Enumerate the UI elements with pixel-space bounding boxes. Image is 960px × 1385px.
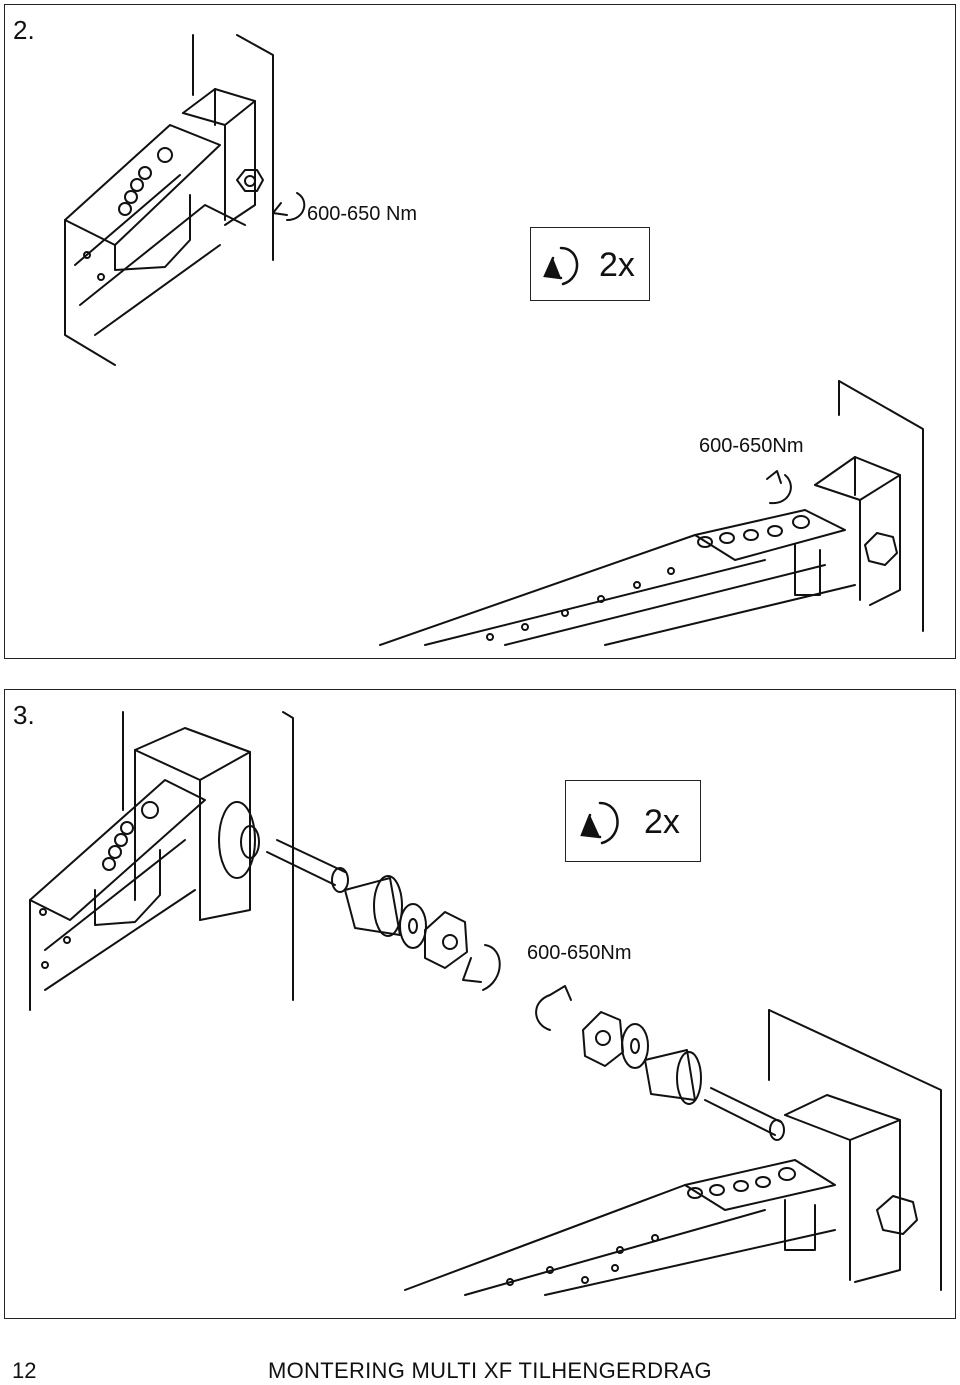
repeat-count-box: 2x — [530, 227, 650, 301]
document-title: MONTERING MULTI XF TILHENGERDRAG — [268, 1358, 712, 1383]
tighten-arrow-icon — [543, 246, 579, 286]
step-3-illustration — [29, 711, 942, 1296]
step-number: 2. — [13, 15, 35, 45]
tighten-arrow-icon — [580, 801, 619, 845]
torque-label: 600-650 Nm — [307, 203, 418, 225]
repeat-count-box: 2x — [565, 780, 701, 862]
repeat-count: 2x — [644, 803, 680, 841]
repeat-count: 2x — [599, 246, 635, 284]
torque-label: 600-650Nm — [699, 435, 804, 457]
step-number: 3. — [13, 700, 35, 730]
step-2-panel: 2. — [4, 4, 956, 659]
torque-label: 600-650Nm — [527, 942, 632, 964]
step-2-illustration — [64, 34, 924, 646]
page-number: 12 — [12, 1358, 37, 1383]
step-3-panel: 3. — [4, 689, 956, 1319]
